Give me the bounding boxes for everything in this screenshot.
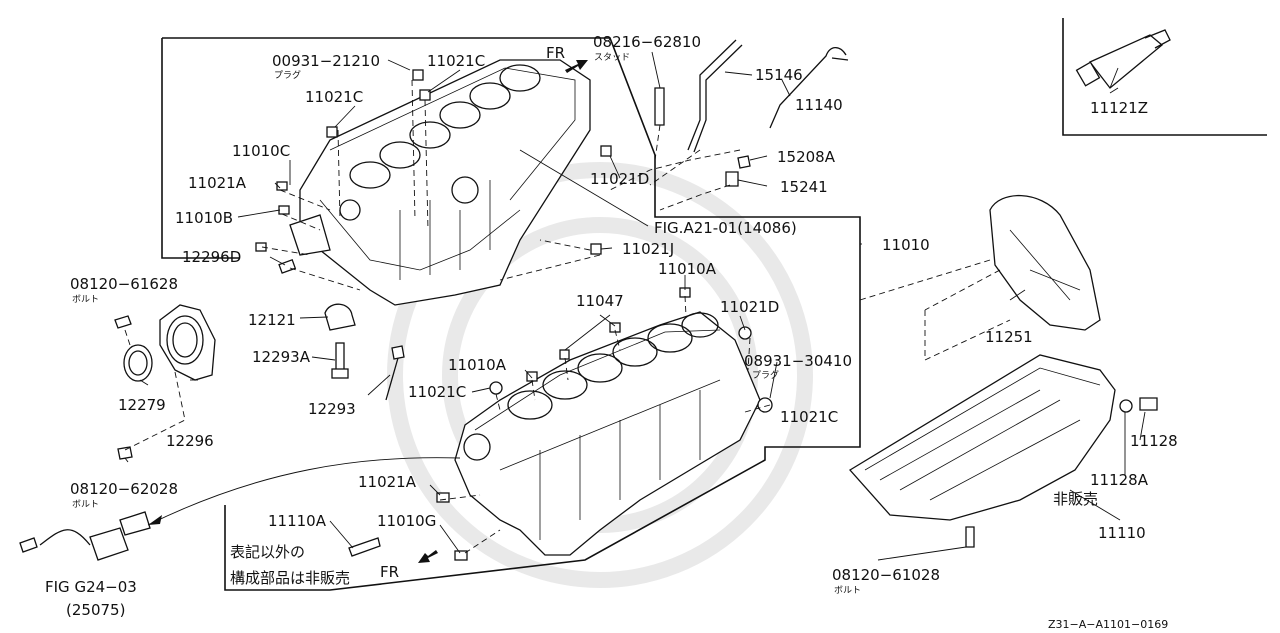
label-plug-2: プラグ [752,369,779,381]
label-11021c-c: 11021C [408,383,466,401]
label-08120-61028: 08120−61028 [832,566,940,584]
label-12296d: 12296D [182,248,241,266]
label-08120-62028: 08120−62028 [70,480,178,498]
bolts-center [324,303,405,401]
label-11021c-d: 11021C [780,408,838,426]
upper-assembly-frame [161,37,861,591]
label-bolt-3: ボルト [834,585,861,596]
label-not-sold: 非販売 [1053,490,1098,508]
label-15241: 15241 [780,178,828,196]
label-bolt-2: ボルト [72,499,99,510]
label-11010g: 11010G [377,512,436,530]
note-line-2: 構成部品は非販売 [230,569,350,587]
label-fig-g24-03: FIG G24−03 [45,578,137,596]
label-11021a-a: 11021A [188,174,247,192]
label-fig-a21: FIG.A21-01(14086) [654,219,797,237]
inset-box-frame [1062,18,1267,136]
oil-pressure-switch-harness [19,511,151,561]
label-plug-1: プラグ [274,69,301,81]
label-11121z: 11121Z [1090,99,1148,117]
label-bolt-1: ボルト [72,294,99,305]
label-11021d-b: 11021D [720,298,779,316]
leader-lines [124,51,1146,561]
label-11010a-a: 11010A [658,260,717,278]
label-11047: 11047 [576,292,624,310]
label-fr-bottom: FR [380,563,399,581]
label-stud: スタッド [594,52,630,63]
label-11110: 11110 [1098,524,1146,542]
label-11010c: 11010C [232,142,290,160]
label-11010: 11010 [882,236,930,254]
label-12293a: 12293A [252,348,311,366]
cylinder-block-upper [289,59,591,306]
label-11128: 11128 [1130,432,1178,450]
label-11010b: 11010B [175,209,233,227]
rear-oil-seal-retainer [114,304,216,460]
label-25075: (25075) [66,601,125,619]
label-12121: 12121 [248,311,296,329]
label-11140: 11140 [795,96,843,114]
label-12279: 12279 [118,396,166,414]
label-11021a-b: 11021A [358,473,417,491]
oil-level-gauge-guide [687,39,849,153]
label-11021j: 11021J [622,240,674,258]
label-00931-21210: 00931−21210 [272,52,380,70]
sealant-tube [1075,29,1171,89]
label-11010a-b: 11010A [448,356,507,374]
cylinder-block-lower [454,311,761,556]
label-11021d-a: 11021D [590,170,649,188]
diagram-code: Z31−A−A1101−0169 [1048,618,1168,631]
label-12296: 12296 [166,432,214,450]
label-11128a: 11128A [1090,471,1149,489]
label-12293: 12293 [308,400,356,418]
front-direction-arrows [418,60,588,563]
part-number-labels: 00931−21210 プラグ 11021C FR 08216−62810 スタ… [45,33,1178,631]
label-11021c-b: 11021C [305,88,363,106]
label-11021c-a: 11021C [427,52,485,70]
label-fr-top: FR [546,44,565,62]
label-08120-61628: 08120−61628 [70,275,178,293]
rear-plate [989,194,1101,331]
label-11110a: 11110A [268,512,327,530]
note-line-1: 表記以外の [230,543,305,561]
label-15146: 15146 [755,66,803,84]
label-08931-30410: 08931−30410 [744,352,852,370]
label-11251: 11251 [985,328,1033,346]
oil-pan [848,354,1158,548]
studs-and-sensors [609,87,751,211]
label-15208a: 15208A [777,148,836,166]
label-08216-62810: 08216−62810 [593,33,701,51]
